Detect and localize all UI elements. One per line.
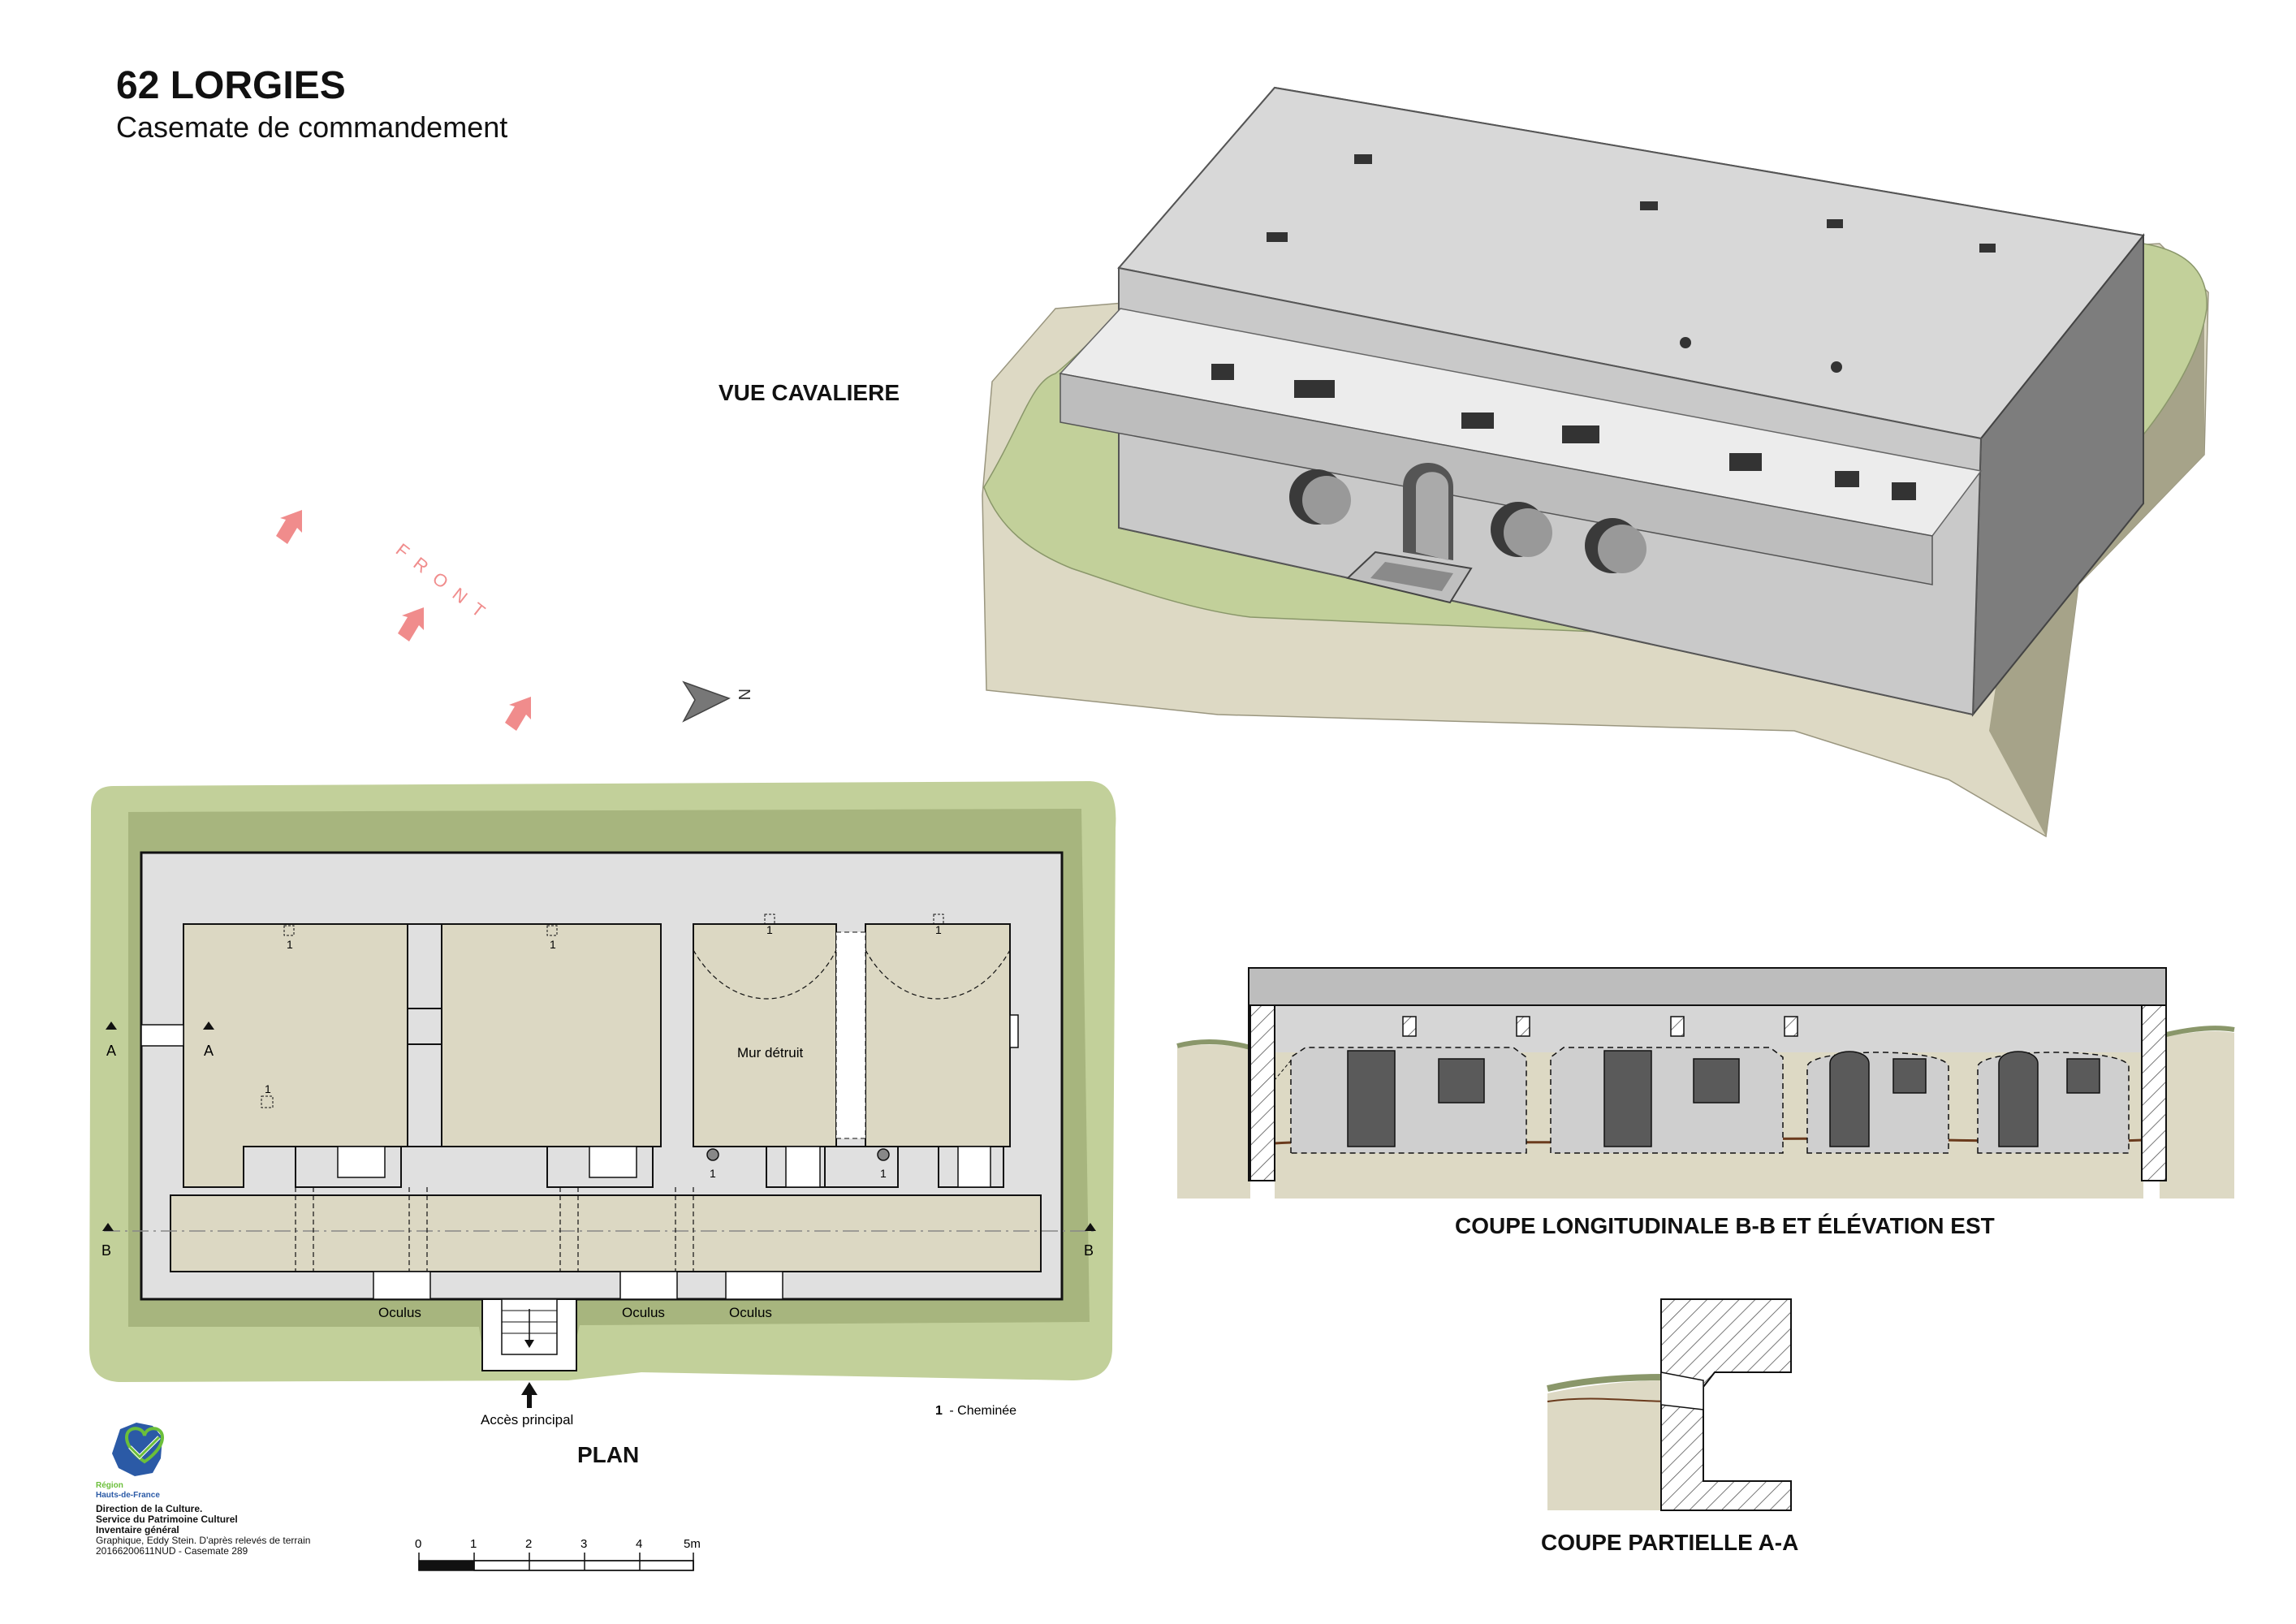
credit-line: 20166200611NUD - Casemate 289 — [96, 1545, 248, 1557]
acces-principal-label: Accès principal — [481, 1412, 573, 1427]
scale-label: 0 — [415, 1537, 421, 1551]
mur-detruit-label: Mur détruit — [737, 1045, 804, 1060]
scale-label: 1 — [470, 1537, 477, 1551]
scale-label: 4 — [636, 1537, 642, 1551]
coupe-bb — [1176, 967, 2235, 1199]
chimney-num: 1 — [550, 938, 556, 951]
chimney-num: 1 — [287, 938, 293, 951]
north-arrow: N — [682, 680, 753, 723]
legend: 1 - Cheminée — [935, 1404, 1016, 1418]
section-b-right: B — [1084, 1242, 1094, 1259]
heading-vue-cavaliere: VUE CAVALIERE — [719, 380, 900, 405]
legend-text: - Cheminée — [949, 1404, 1016, 1418]
heading-coupe-bb: COUPE LONGITUDINALE B-B ET ÉLÉVATION EST — [1455, 1213, 1995, 1238]
credit-line: Inventaire général — [96, 1524, 179, 1535]
north-label: N — [735, 689, 753, 700]
legend-num: 1 — [935, 1404, 943, 1418]
oculus-label: Oculus — [622, 1305, 665, 1320]
oculus-label: Oculus — [378, 1305, 421, 1320]
page-title: 62 LORGIES — [116, 64, 346, 107]
logo-name-text: Hauts-de-France — [96, 1491, 160, 1500]
heading-plan: PLAN — [577, 1442, 640, 1467]
chimney-num: 1 — [265, 1082, 271, 1095]
plan-view — [89, 781, 1116, 1408]
chimney-num: 1 — [710, 1167, 716, 1180]
page-subtitle: Casemate de commandement — [116, 110, 508, 144]
oculus-label: Oculus — [729, 1305, 772, 1320]
credit-line: Direction de la Culture. — [96, 1503, 203, 1514]
scale-label: 2 — [525, 1537, 532, 1551]
section-a-left: A — [106, 1043, 116, 1059]
scale-label: 3 — [580, 1537, 587, 1551]
section-b-left: B — [101, 1242, 111, 1259]
heading-coupe-aa: COUPE PARTIELLE A-A — [1541, 1530, 1799, 1555]
section-a-right: A — [204, 1043, 214, 1059]
chimney-num: 1 — [766, 923, 773, 936]
vue-cavaliere — [982, 86, 2209, 838]
chimney-num: 1 — [880, 1167, 887, 1180]
chimney-num: 1 — [935, 923, 942, 936]
credit-line: Service du Patrimoine Culturel — [96, 1514, 238, 1525]
region-logo — [112, 1423, 165, 1476]
front-arrows — [276, 510, 531, 731]
coupe-aa — [1547, 1298, 1792, 1511]
scale-label: 5m — [684, 1537, 701, 1551]
credit-line: Graphique, Eddy Stein. D'après relevés d… — [96, 1535, 311, 1546]
logo-region-text: Région — [96, 1481, 123, 1490]
scale-bar — [418, 1553, 694, 1571]
